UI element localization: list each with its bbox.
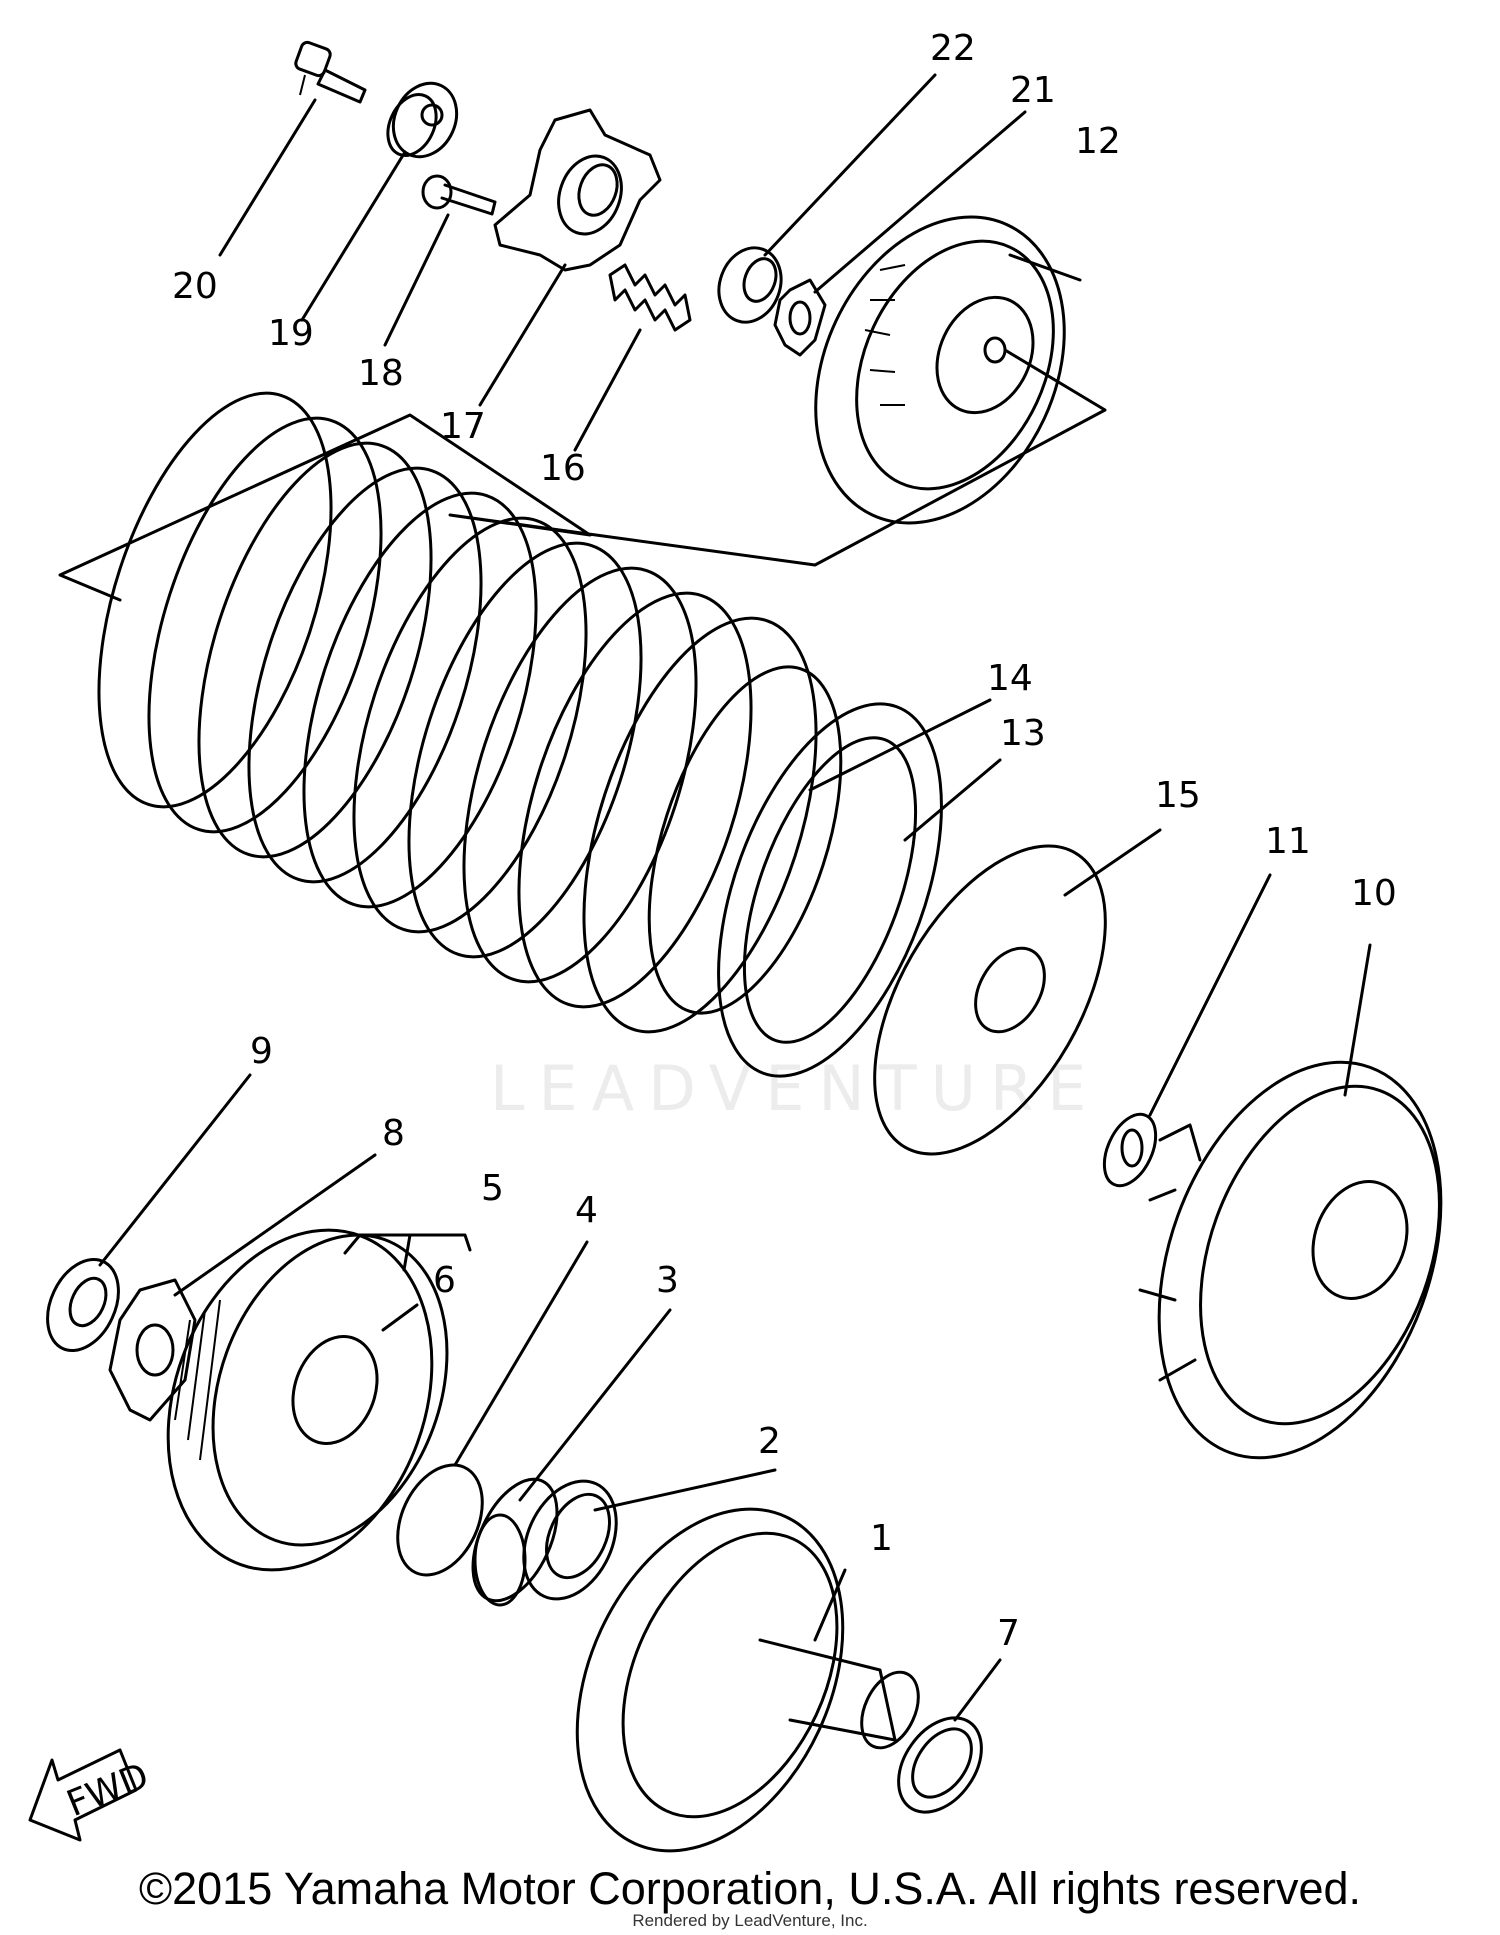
callout-5: 5: [481, 1168, 504, 1209]
leader-11: [1148, 873, 1272, 1117]
callout-19: 19: [268, 313, 314, 354]
leader-20: [218, 98, 317, 257]
callout-7: 7: [997, 1613, 1020, 1654]
callout-17: 17: [440, 406, 486, 447]
callout-16: 16: [540, 448, 586, 489]
callout-10: 10: [1351, 873, 1397, 914]
part-16-spring-drawing: [608, 263, 692, 332]
copyright-text: ©2015 Yamaha Motor Corporation, U.S.A. A…: [138, 1863, 1362, 1914]
rendered-by-text: Rendered by LeadVenture, Inc.: [632, 1911, 868, 1930]
part-11-washer-drawing: [1102, 1112, 1158, 1188]
fwd-arrow-icon: FWD: [28, 1748, 154, 1842]
leader-17: [478, 263, 567, 407]
leader-1: [813, 1568, 847, 1642]
callout-8: 8: [382, 1113, 405, 1154]
leader-7: [953, 1658, 1002, 1722]
callout-3: 3: [656, 1260, 679, 1301]
part-9-washer-drawing: [46, 1257, 120, 1353]
callout-18: 18: [358, 353, 404, 394]
leader-8: [173, 1153, 377, 1297]
callout-11: 11: [1265, 821, 1311, 862]
part-8-lock-washer-drawing: [108, 1278, 197, 1422]
part-20-bolt-drawing: [294, 40, 367, 104]
leader-14: [808, 698, 992, 792]
clutch-plates-stack-drawing: [97, 391, 843, 1034]
leader-lines: [98, 73, 1372, 1722]
callout-21: 21: [1010, 70, 1056, 111]
callout-4: 4: [575, 1190, 598, 1231]
part-12-clutch-boss-drawing: [814, 215, 1066, 525]
part-7-washer-drawing: [897, 1716, 983, 1814]
part-1-clutch-drum-drawing: [575, 1507, 920, 1853]
leader-16: [573, 328, 642, 452]
part-10-clutch-housing-drawing: [1138, 1060, 1443, 1460]
leader-9: [98, 1073, 252, 1267]
leader-3: [518, 1308, 672, 1502]
callout-1: 1: [870, 1518, 893, 1559]
part-13-friction-plate-drawing: [717, 702, 943, 1078]
leader-19: [300, 150, 407, 322]
leader-4: [453, 1240, 589, 1467]
part-2-bearing-drawing: [522, 1479, 618, 1601]
fwd-label: FWD: [61, 1756, 154, 1825]
leader-6: [381, 1303, 419, 1332]
leader-15: [1063, 828, 1162, 897]
part-17-pressure-plate-drawing: [493, 108, 662, 272]
group-bracket-line: [58, 348, 1107, 602]
leader-12: [1008, 253, 1082, 282]
callout-22: 22: [930, 28, 976, 69]
part-5-6-centrifugal-clutch-drawing: [166, 1228, 449, 1572]
leader-2: [593, 1468, 777, 1512]
part-22-nut-drawing: [717, 246, 783, 324]
part-21-lock-washer-drawing: [773, 278, 827, 357]
callout-6: 6: [433, 1260, 456, 1301]
callout-13: 13: [1000, 713, 1046, 754]
callout-14: 14: [987, 658, 1033, 699]
part-15-plate-drawing: [873, 844, 1107, 1156]
leader-22: [763, 73, 937, 257]
leader-13: [903, 758, 1002, 842]
leader-18: [383, 213, 450, 347]
leader-5: [343, 1233, 472, 1272]
callout-12: 12: [1075, 121, 1121, 162]
leader-10: [1343, 943, 1372, 1097]
part-18-screw-drawing: [421, 174, 497, 216]
leader-21: [813, 110, 1027, 294]
callout-2: 2: [758, 1421, 781, 1462]
part-4-circlip-drawing: [396, 1463, 484, 1577]
watermark-text: LEADVENTURE: [490, 1052, 1100, 1125]
callout-15: 15: [1155, 775, 1201, 816]
part-19-bearing-drawing: [386, 81, 459, 159]
callout-9: 9: [250, 1031, 273, 1072]
callout-20: 20: [172, 266, 218, 307]
